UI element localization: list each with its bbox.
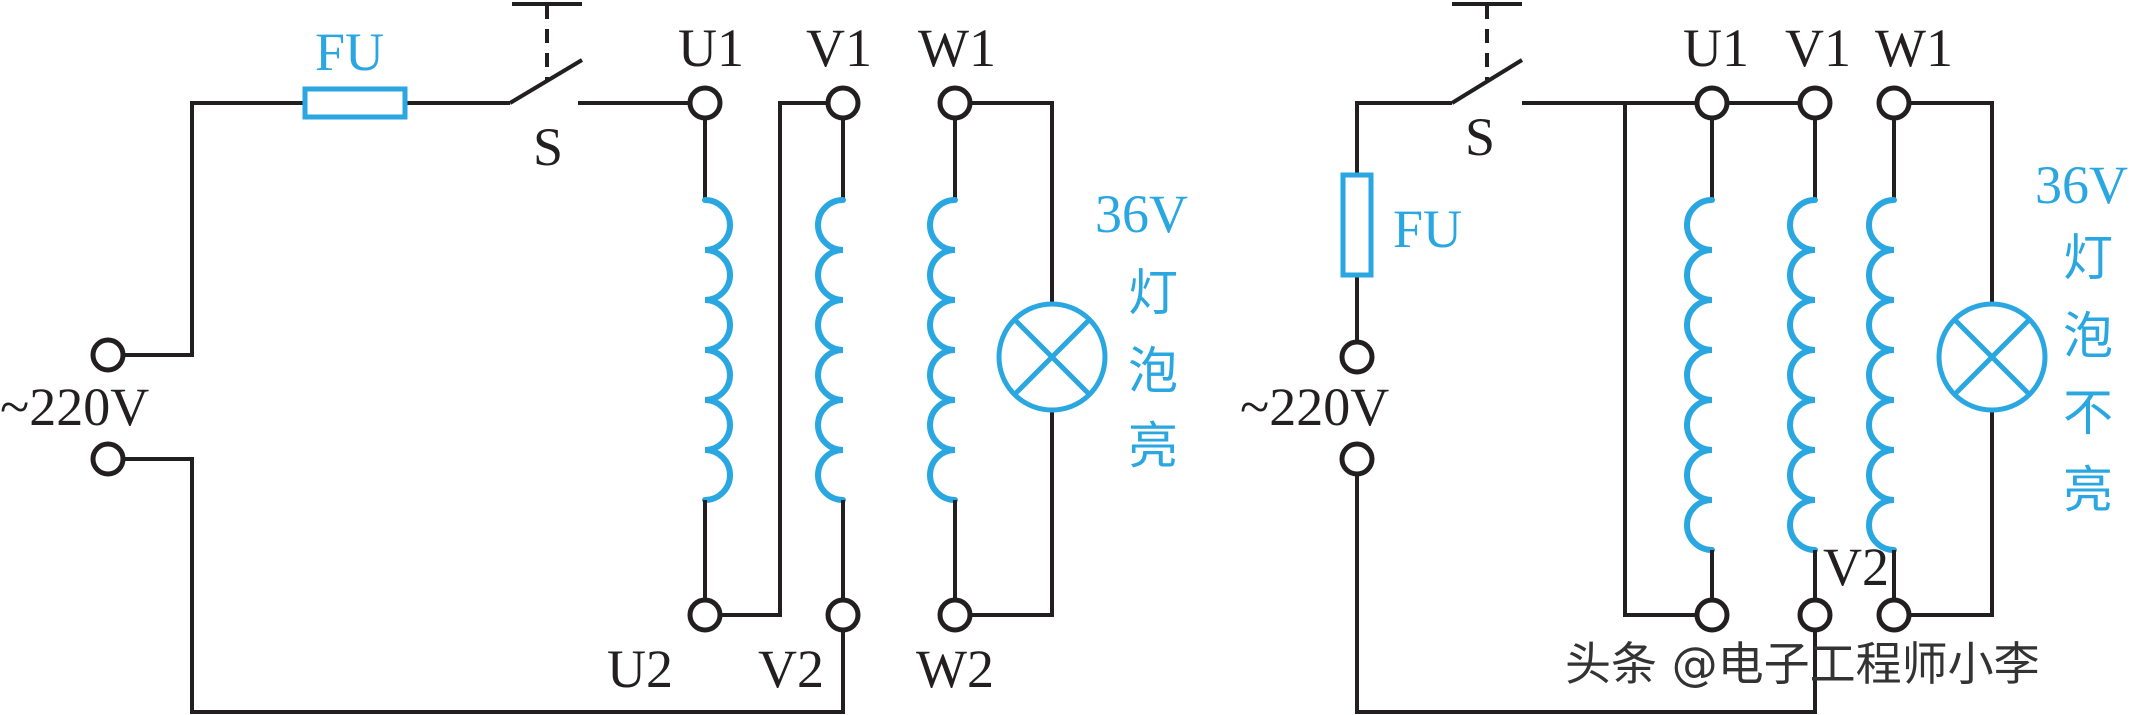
right-lamp-voltage: 36V — [2035, 155, 2128, 215]
right-label-u1: U1 — [1683, 18, 1749, 78]
left-u2-v1-link — [720, 101, 828, 617]
right-winding-v — [1787, 197, 1818, 553]
left-terminal-v1 — [825, 85, 861, 121]
left-label-v1: V1 — [806, 18, 872, 78]
left-label-v2: V2 — [758, 639, 824, 699]
left-terminal-u1 — [687, 85, 723, 121]
left-lamp-text-3: 亮 — [1128, 417, 1178, 475]
right-terminal-u1 — [1694, 85, 1730, 121]
right-supply-label: ~220V — [1240, 377, 1389, 437]
left-fuse-label: FU — [315, 22, 384, 82]
left-terminal-v2 — [825, 597, 861, 633]
left-switch-blade — [508, 58, 584, 105]
left-lamp-wire — [970, 101, 1054, 617]
left-label-u2: U2 — [607, 639, 673, 699]
right-circuit: S FU ~220V — [1240, 2, 2128, 714]
left-supply-wire-top — [93, 101, 305, 357]
right-lamp-text-2: 泡 — [2063, 307, 2113, 365]
right-label-w1: W1 — [1875, 18, 1953, 78]
right-switch-blade — [1450, 58, 1524, 105]
right-lamp-wire — [1909, 101, 1994, 617]
right-terminal-u2 — [1694, 597, 1730, 633]
left-lamp-icon — [996, 301, 1108, 413]
left-supply-label: ~220V — [0, 377, 149, 437]
watermark: 头条 @电子工程师小李 — [1565, 637, 2040, 691]
left-supply-wire-bottom — [93, 457, 845, 714]
right-lamp-text-4: 亮 — [2063, 461, 2113, 519]
left-lamp-text-2: 泡 — [1128, 342, 1178, 400]
right-label-v2: V2 — [1823, 537, 1889, 597]
left-label-w1: W1 — [918, 18, 996, 78]
left-switch-label: S — [533, 117, 563, 177]
right-switch-label: S — [1465, 107, 1495, 167]
left-supply-terminal-bottom — [90, 441, 126, 477]
right-lamp-text-3: 不 — [2063, 384, 2113, 442]
left-lamp-text-1: 灯 — [1128, 264, 1178, 322]
left-circuit: FU S ~220V — [0, 2, 1188, 714]
left-label-w2: W2 — [916, 639, 994, 699]
right-terminal-v1 — [1797, 85, 1833, 121]
left-fuse — [302, 86, 408, 120]
right-terminal-w1 — [1876, 85, 1912, 121]
right-supply-wire-top — [1355, 101, 1452, 175]
left-terminal-u2 — [687, 597, 723, 633]
right-terminal-w2 — [1876, 597, 1912, 633]
right-terminal-v2 — [1797, 597, 1833, 633]
right-supply-wire-bottom — [1355, 474, 1817, 714]
right-fuse-label: FU — [1393, 199, 1462, 259]
right-label-v1: V1 — [1785, 18, 1851, 78]
right-lamp-text-1: 灯 — [2063, 229, 2113, 287]
left-winding-w — [927, 197, 958, 503]
right-winding-u — [1684, 197, 1715, 553]
left-winding-v — [815, 197, 846, 503]
right-supply-terminal-top — [1339, 339, 1375, 375]
right-supply-terminal-bottom — [1339, 441, 1375, 477]
left-winding-u — [702, 197, 733, 503]
left-terminal-w1 — [937, 85, 973, 121]
left-supply-terminal-top — [90, 337, 126, 373]
right-lamp-icon — [1936, 301, 2048, 413]
right-u2-return-wire — [1623, 103, 1697, 617]
left-terminal-w2 — [937, 597, 973, 633]
right-winding-w — [1866, 197, 1897, 553]
right-fuse — [1340, 172, 1374, 278]
left-lamp-voltage: 36V — [1095, 184, 1188, 244]
left-label-u1: U1 — [678, 18, 744, 78]
